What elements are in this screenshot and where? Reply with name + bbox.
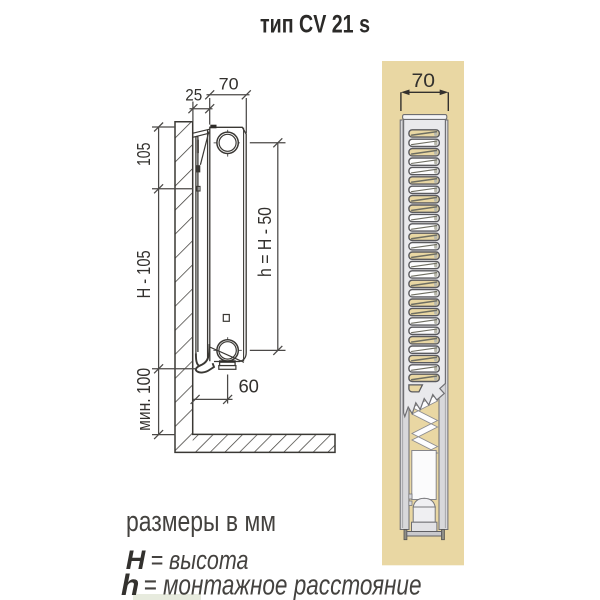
- svg-text:тип CV 21 s: тип CV 21 s: [260, 11, 370, 39]
- svg-text:h = H - 50: h = H - 50: [255, 207, 275, 277]
- svg-text:H: H: [126, 545, 146, 575]
- svg-text:H - 105: H - 105: [134, 250, 154, 298]
- svg-text:h: h: [121, 569, 139, 600]
- svg-text:25: 25: [185, 86, 202, 104]
- svg-text:размеры в мм: размеры в мм: [126, 506, 276, 538]
- svg-text:60: 60: [238, 375, 259, 396]
- svg-text:70: 70: [219, 74, 239, 93]
- svg-text:105: 105: [134, 143, 154, 167]
- svg-text:мин. 100: мин. 100: [134, 368, 154, 431]
- svg-text:= монтажное расстояние: = монтажное расстояние: [144, 570, 422, 600]
- svg-text:= высота: = высота: [151, 545, 249, 575]
- svg-text:70: 70: [412, 71, 436, 92]
